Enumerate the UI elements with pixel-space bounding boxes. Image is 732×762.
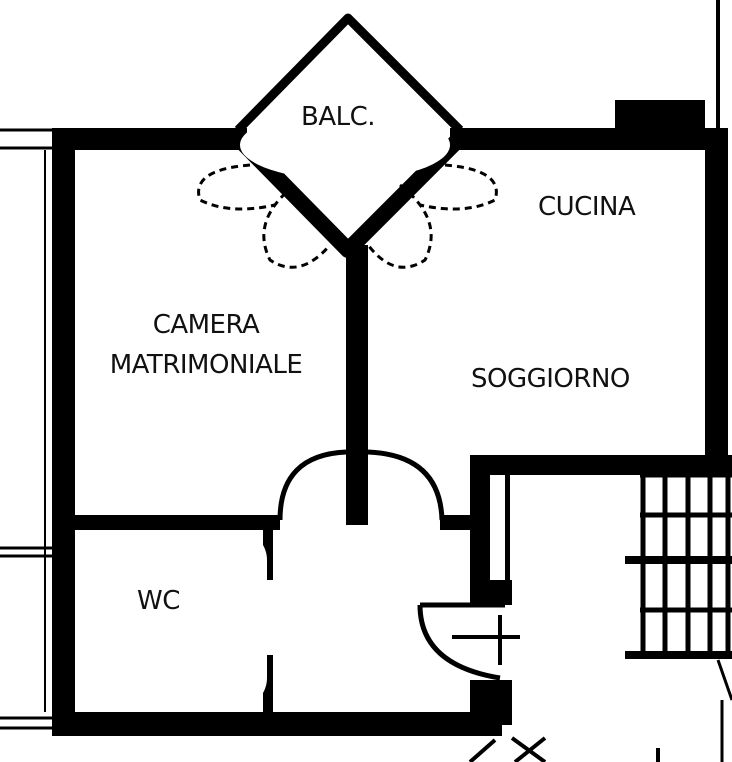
room-label-bathroom: WC	[137, 586, 180, 616]
room-label-bedroom-line2: MATRIMONIALE	[109, 350, 303, 380]
balcony-outline	[234, 13, 464, 258]
room-label-kitchen: CUCINA	[538, 192, 636, 222]
entrance-marks	[468, 736, 660, 762]
room-label-balcony: BALC.	[301, 102, 376, 132]
walls	[52, 0, 732, 736]
exterior-lines	[0, 128, 52, 730]
door-arcs	[277, 449, 520, 681]
room-label-living: SOGGIORNO	[471, 364, 630, 394]
window-swings	[197, 163, 498, 269]
room-label-bedroom-line1: CAMERA	[152, 310, 260, 340]
stairs	[625, 472, 732, 762]
label-patches	[82, 110, 450, 708]
